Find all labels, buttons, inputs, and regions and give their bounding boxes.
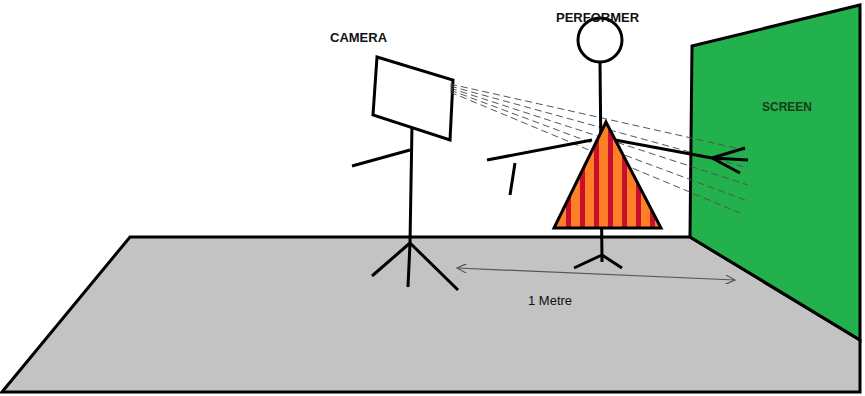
part-label: CAMERA bbox=[330, 30, 387, 45]
camera-body bbox=[373, 57, 453, 140]
performer-figure bbox=[487, 18, 748, 268]
screen-label: SCREEN bbox=[762, 100, 812, 114]
dimension-label: 1 Metre bbox=[528, 293, 572, 308]
part-label: PERFORMER bbox=[556, 10, 639, 25]
dimension-arrow bbox=[457, 268, 735, 280]
tripod bbox=[352, 125, 458, 290]
screen-node: SCREEN bbox=[692, 5, 860, 340]
dress-stripes bbox=[550, 118, 665, 233]
green-screen bbox=[690, 5, 860, 340]
dress-outline bbox=[554, 122, 661, 228]
